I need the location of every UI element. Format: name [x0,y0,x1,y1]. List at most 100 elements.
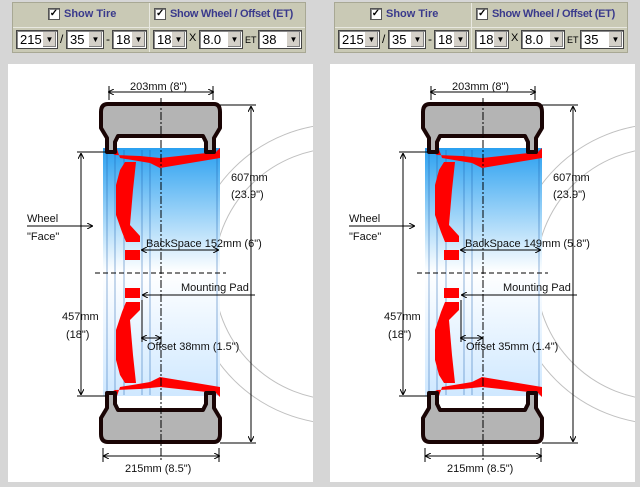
offset-label: Offset 38mm (1.5") [147,341,239,353]
show-tire-label: Show Tire [386,8,439,20]
wheel-width-select[interactable]: 8.0 ▼ [521,30,565,49]
overall-diameter-in: (23.9") [231,189,264,201]
separator: / [382,32,386,46]
wheel-diagram-svg: 203mm (8") 607mm (23.9") Wheel "Face" Ba… [349,81,635,475]
wheel-spoke-lower [435,302,459,383]
wheel-width-value: 8.0 [525,32,544,47]
chevron-down-icon[interactable]: ▼ [88,32,102,47]
rim-diameter-in: (18") [388,329,411,341]
separator: X [189,32,197,44]
rim-top-flange [426,148,542,168]
tire-width-value: 215 [342,32,364,47]
bottom-width-label: 215mm (8.5") [447,463,513,475]
offset-et-select[interactable]: 35 ▼ [580,30,624,49]
tire-width-select[interactable]: 215▼ [16,30,58,49]
tire-arc-inner [535,150,635,398]
wheel-panel-1: ✓ Show Tire ✓ Show Wheel / Offset (ET) 2… [8,2,313,482]
chevron-down-icon[interactable]: ▼ [171,32,185,47]
rim-bottom-flange [426,377,542,397]
et-label: ET [567,35,579,45]
rim-top-flange [104,148,220,168]
chevron-down-icon[interactable]: ▼ [364,32,378,47]
mounting-pad-lower [444,288,459,298]
separator: - [106,32,110,46]
chevron-down-icon[interactable]: ▼ [493,32,507,47]
overall-diameter-mm: 607mm [231,172,268,184]
tire-width-value: 215 [20,32,42,47]
chevron-down-icon[interactable]: ▼ [608,32,622,47]
tire-aspect-value: 35 [70,32,85,47]
wheel-diameter-value: 18 [479,32,494,47]
chevron-down-icon[interactable]: ▼ [131,32,145,47]
options-header: ✓ Show Tire ✓ Show Wheel / Offset (ET) 2… [334,2,628,53]
mounting-pad-lower [125,288,140,298]
checkbox-checked-icon[interactable]: ✓ [370,8,382,20]
wheel-diameter-select[interactable]: 18▼ [153,30,187,49]
chevron-down-icon[interactable]: ▼ [42,32,56,47]
wheel-face-label-2: "Face" [27,231,59,243]
separator: - [428,32,432,46]
mounting-pad-label: Mounting Pad [503,282,571,294]
wheel-panel-2: ✓ Show Tire ✓ Show Wheel / Offset (ET) 2… [322,0,640,487]
offset-et-select[interactable]: 38 ▼ [258,30,302,49]
tire-aspect-select[interactable]: 35▼ [66,30,104,49]
offset-et-value: 35 [584,32,599,47]
wheel-face-label: Wheel [349,213,380,225]
wheel-width-value: 8.0 [203,32,222,47]
tire-arc-inner [213,150,313,398]
wheel-spoke-upper [116,162,140,242]
wheel-diagram: 203mm (8") 607mm (23.9") Wheel "Face" Ba… [330,64,635,482]
tire-aspect-select[interactable]: 35▼ [388,30,426,49]
checkbox-checked-icon[interactable]: ✓ [154,8,166,20]
divider [13,27,305,28]
chevron-down-icon[interactable]: ▼ [286,32,300,47]
tire-aspect-value: 35 [392,32,407,47]
tire-width-select[interactable]: 215▼ [338,30,380,49]
wheel-face-label: Wheel [27,213,58,225]
top-width-label: 203mm (8") [452,81,509,93]
options-header: ✓ Show Tire ✓ Show Wheel / Offset (ET) 2… [12,2,306,53]
rim-diameter-mm: 457mm [384,311,421,323]
wheel-diagram-svg: 203mm (8") 607mm (23.9") Wheel "Face" Ba… [27,81,313,475]
show-tire-checkbox[interactable]: ✓ Show Tire [370,8,438,20]
chevron-down-icon[interactable]: ▼ [453,32,467,47]
show-wheel-label: Show Wheel / Offset (ET) [170,8,293,20]
tire-rim-value: 18 [438,32,453,47]
offset-et-value: 38 [262,32,277,47]
bottom-width-label: 215mm (8.5") [125,463,191,475]
checkbox-checked-icon[interactable]: ✓ [476,8,488,20]
mounting-pad-upper [125,250,140,260]
show-wheel-checkbox[interactable]: ✓ Show Wheel / Offset (ET) [476,8,615,20]
tire-rim-select[interactable]: 18▼ [112,30,147,49]
wheel-diagram: 203mm (8") 607mm (23.9") Wheel "Face" Ba… [8,64,313,482]
wheel-spoke-upper [435,162,459,242]
overall-diameter-in: (23.9") [553,189,586,201]
chevron-down-icon[interactable]: ▼ [549,32,563,47]
wheel-diameter-select[interactable]: 18▼ [475,30,509,49]
mounting-pad-upper [444,250,459,260]
et-label: ET [245,35,257,45]
wheel-diameter-value: 18 [157,32,172,47]
tire-rim-value: 18 [116,32,131,47]
rim-diameter-mm: 457mm [62,311,99,323]
chevron-down-icon[interactable]: ▼ [227,32,241,47]
offset-label: Offset 35mm (1.4") [466,341,558,353]
show-tire-label: Show Tire [64,8,117,20]
checkbox-checked-icon[interactable]: ✓ [48,8,60,20]
overall-diameter-mm: 607mm [553,172,590,184]
tire-rim-select[interactable]: 18▼ [434,30,469,49]
chevron-down-icon[interactable]: ▼ [410,32,424,47]
rim-bottom-flange [104,377,220,397]
rim-diameter-in: (18") [66,329,89,341]
show-tire-checkbox[interactable]: ✓ Show Tire [48,8,116,20]
show-wheel-checkbox[interactable]: ✓ Show Wheel / Offset (ET) [154,8,293,20]
wheel-width-select[interactable]: 8.0 ▼ [199,30,243,49]
wheel-face-label-2: "Face" [349,231,381,243]
separator: X [511,32,519,44]
wheel-spoke-lower [116,302,140,383]
mounting-pad-label: Mounting Pad [181,282,249,294]
top-width-label: 203mm (8") [130,81,187,93]
separator: / [60,32,64,46]
divider [335,27,627,28]
backspace-label: BackSpace 149mm (5.8") [465,238,590,250]
